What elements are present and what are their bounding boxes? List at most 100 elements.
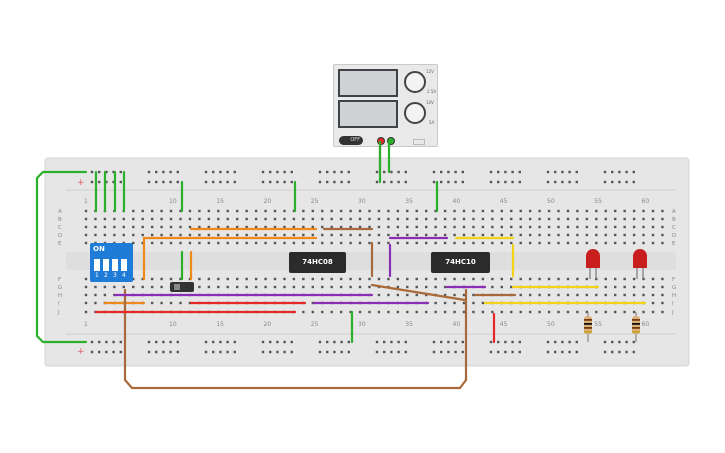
rail-hole[interactable] <box>561 170 564 174</box>
rail-hole[interactable] <box>611 350 614 354</box>
terminal-hole[interactable] <box>236 225 239 229</box>
terminal-hole[interactable] <box>141 241 144 245</box>
rail-hole[interactable] <box>546 340 550 344</box>
rail-hole[interactable] <box>489 180 493 184</box>
terminal-hole[interactable] <box>661 301 664 305</box>
terminal-hole[interactable] <box>519 217 522 221</box>
terminal-hole[interactable] <box>358 285 362 289</box>
terminal-hole[interactable] <box>406 277 409 281</box>
rail-hole[interactable] <box>212 180 215 184</box>
terminal-hole[interactable] <box>160 277 163 281</box>
terminal-hole[interactable] <box>396 209 400 213</box>
terminal-hole[interactable] <box>557 310 560 314</box>
terminal-hole[interactable] <box>425 310 428 314</box>
rail-hole[interactable] <box>119 340 122 344</box>
rail-hole[interactable] <box>432 170 436 174</box>
terminal-hole[interactable] <box>236 241 239 245</box>
rail-hole[interactable] <box>461 170 464 174</box>
terminal-hole[interactable] <box>169 241 173 245</box>
rail-hole[interactable] <box>226 180 229 184</box>
terminal-hole[interactable] <box>604 285 607 289</box>
terminal-hole[interactable] <box>566 225 570 229</box>
dip-toggle-3[interactable] <box>112 259 118 271</box>
terminal-hole[interactable] <box>415 241 418 245</box>
terminal-hole[interactable] <box>94 285 97 289</box>
terminal-hole[interactable] <box>415 209 418 213</box>
rail-hole[interactable] <box>147 350 151 354</box>
power-supply[interactable]: 12V 2.5A 10V 5A OFF <box>333 64 438 147</box>
rail-hole[interactable] <box>603 170 607 174</box>
terminal-hole[interactable] <box>84 209 88 213</box>
rail-hole[interactable] <box>404 180 407 184</box>
terminal-hole[interactable] <box>425 209 428 213</box>
terminal-hole[interactable] <box>651 310 655 314</box>
rail-hole[interactable] <box>440 350 443 354</box>
terminal-hole[interactable] <box>273 217 277 221</box>
rail-hole[interactable] <box>290 170 293 174</box>
terminal-hole[interactable] <box>425 217 428 221</box>
terminal-hole[interactable] <box>198 277 201 281</box>
terminal-hole[interactable] <box>113 217 116 221</box>
rail-hole[interactable] <box>447 180 450 184</box>
rail-hole[interactable] <box>497 170 500 174</box>
terminal-hole[interactable] <box>387 225 390 229</box>
rail-hole[interactable] <box>233 340 236 344</box>
terminal-hole[interactable] <box>330 217 333 221</box>
terminal-hole[interactable] <box>264 233 267 237</box>
terminal-hole[interactable] <box>349 277 352 281</box>
terminal-hole[interactable] <box>198 209 201 213</box>
terminal-hole[interactable] <box>519 310 522 314</box>
terminal-hole[interactable] <box>273 241 277 245</box>
terminal-hole[interactable] <box>614 217 617 221</box>
rail-hole[interactable] <box>511 350 514 354</box>
rail-hole[interactable] <box>625 340 628 344</box>
terminal-hole[interactable] <box>462 277 466 281</box>
rail-hole[interactable] <box>347 340 350 344</box>
rail-hole[interactable] <box>611 170 614 174</box>
terminal-hole[interactable] <box>245 209 248 213</box>
terminal-hole[interactable] <box>358 241 362 245</box>
terminal-hole[interactable] <box>604 209 607 213</box>
terminal-hole[interactable] <box>576 233 579 237</box>
terminal-hole[interactable] <box>217 225 220 229</box>
terminal-hole[interactable] <box>472 293 475 297</box>
rail-hole[interactable] <box>290 340 293 344</box>
terminal-hole[interactable] <box>339 241 343 245</box>
rail-hole[interactable] <box>219 180 222 184</box>
terminal-hole[interactable] <box>264 277 267 281</box>
rail-hole[interactable] <box>568 350 571 354</box>
rail-hole[interactable] <box>340 350 343 354</box>
rail-hole[interactable] <box>432 340 436 344</box>
terminal-hole[interactable] <box>236 277 239 281</box>
rail-hole[interactable] <box>219 340 222 344</box>
terminal-hole[interactable] <box>245 233 248 237</box>
rail-hole[interactable] <box>461 180 464 184</box>
terminal-hole[interactable] <box>254 225 258 229</box>
terminal-hole[interactable] <box>491 217 494 221</box>
terminal-hole[interactable] <box>434 310 437 314</box>
terminal-hole[interactable] <box>604 310 607 314</box>
rail-hole[interactable] <box>575 350 578 354</box>
terminal-hole[interactable] <box>453 233 456 237</box>
terminal-hole[interactable] <box>283 225 286 229</box>
terminal-hole[interactable] <box>387 233 390 237</box>
terminal-hole[interactable] <box>207 285 211 289</box>
terminal-hole[interactable] <box>292 241 296 245</box>
rail-hole[interactable] <box>625 350 628 354</box>
rail-hole[interactable] <box>261 340 265 344</box>
terminal-hole[interactable] <box>453 301 456 305</box>
ground-loop-wire[interactable] <box>35 170 88 344</box>
terminal-hole[interactable] <box>377 225 381 229</box>
terminal-hole[interactable] <box>207 241 211 245</box>
terminal-hole[interactable] <box>538 293 541 297</box>
terminal-hole[interactable] <box>396 233 400 237</box>
rail-hole[interactable] <box>155 170 158 174</box>
terminal-hole[interactable] <box>528 209 532 213</box>
rail-hole[interactable] <box>269 340 272 344</box>
terminal-hole[interactable] <box>443 301 447 305</box>
terminal-hole[interactable] <box>302 217 305 221</box>
terminal-hole[interactable] <box>566 217 570 221</box>
terminal-hole[interactable] <box>207 209 211 213</box>
terminal-hole[interactable] <box>651 277 655 281</box>
terminal-hole[interactable] <box>84 277 88 281</box>
